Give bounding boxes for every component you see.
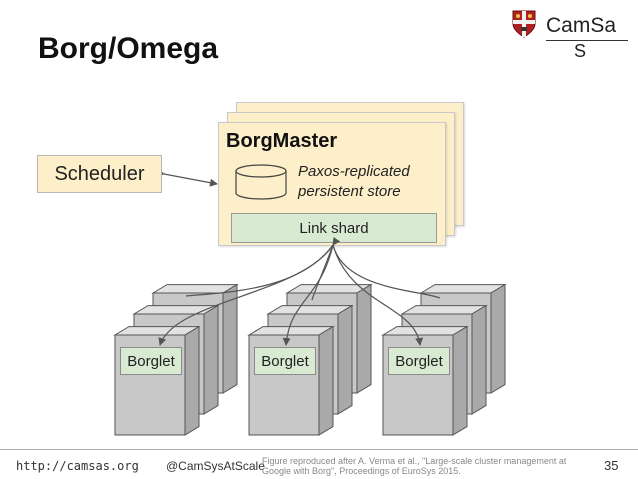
scheduler-box: Scheduler <box>37 155 162 193</box>
store-label: Paxos-replicated persistent store <box>298 163 410 200</box>
logo-divider <box>546 40 628 41</box>
slide-title: Borg/Omega <box>38 32 219 65</box>
server-machine-3-3 <box>381 325 469 436</box>
borglet-label-2: Borglet <box>254 347 316 375</box>
logo-text-line1: CamSa <box>546 14 617 37</box>
page-number: 35 <box>604 458 619 473</box>
link-shard-box: Link shard <box>231 213 437 243</box>
footer-url: http://camsas.org <box>16 459 139 473</box>
server-machine-1-3 <box>113 325 201 436</box>
university-crest-icon <box>512 10 536 38</box>
footer-handle: @CamSysAtScale <box>166 459 265 473</box>
footer-divider <box>0 449 638 450</box>
camsas-logo: CamSa S <box>510 8 630 61</box>
logo-text-line2: S <box>574 41 587 61</box>
database-cylinder-icon <box>235 164 287 200</box>
borglet-label-1: Borglet <box>120 347 182 375</box>
footer-credit: Figure reproduced after A. Verma et al.,… <box>262 456 567 476</box>
borglet-label-3: Borglet <box>388 347 450 375</box>
borgmaster-label: BorgMaster <box>226 130 338 152</box>
server-machine-2-3 <box>247 325 335 436</box>
scheduler-master-arrow <box>156 168 218 187</box>
